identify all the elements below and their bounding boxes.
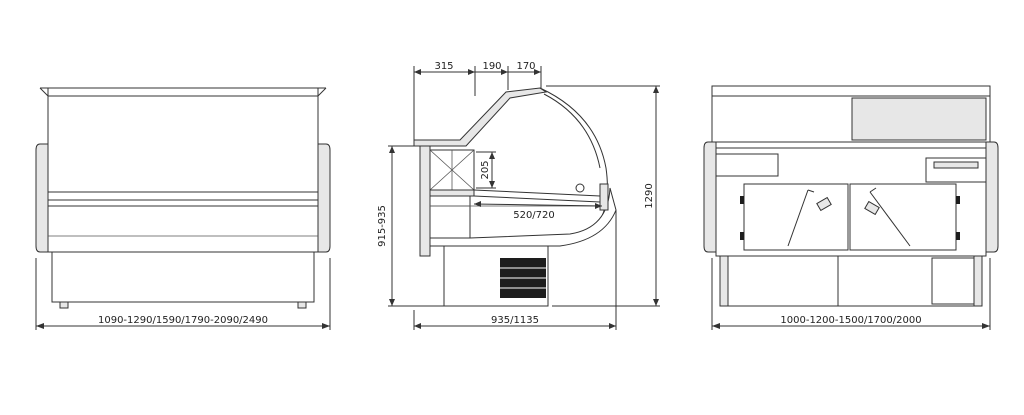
front-view: 1090-1290/1590/1790-2090/2490 — [35, 87, 331, 330]
back-width-dimension: 1000-1200-1500/1700/2000 — [780, 315, 921, 326]
side-dim-915-935: 915-935 — [377, 205, 388, 247]
side-dim-520-720: 520/720 — [513, 210, 555, 221]
front-width-dimension: 1090-1290/1590/1790-2090/2490 — [98, 315, 268, 326]
side-dim-170: 170 — [516, 61, 535, 72]
side-dim-1290: 1290 — [644, 183, 655, 208]
side-dim-935-1135: 935/1135 — [491, 315, 539, 326]
back-view: 1000-1200-1500/1700/2000 — [703, 85, 999, 330]
side-view: 315 190 170 520/720 — [377, 61, 660, 330]
side-dim-190: 190 — [482, 61, 501, 72]
side-dim-205: 205 — [480, 160, 491, 179]
side-dim-315: 315 — [434, 61, 453, 72]
